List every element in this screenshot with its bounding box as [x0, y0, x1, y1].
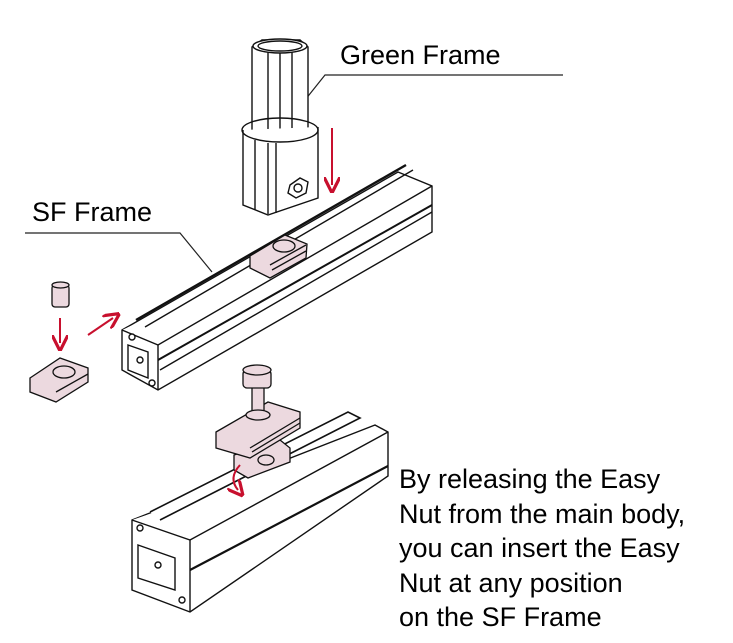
description-line: By releasing the Easy: [399, 464, 661, 494]
description-line: you can insert the Easy: [399, 533, 680, 563]
description-text: By releasing the Easy Nut from the main …: [399, 462, 685, 635]
release-arrow: [233, 464, 240, 490]
description-line: Nut from the main body,: [399, 498, 686, 529]
sf-frame-leader: [25, 232, 213, 273]
loose-easy-nut: [29, 357, 89, 403]
easy-nut-mounted: [249, 234, 308, 279]
nut-arrow-insert: [87, 318, 113, 336]
description-line: on the SF Frame: [399, 602, 602, 632]
easy-nut-with-bolt: [215, 364, 301, 479]
green-frame-leader: [304, 74, 563, 101]
green-frame-tube: [241, 38, 319, 216]
loose-bolt: [51, 281, 70, 308]
description-line: Nut at any position: [399, 567, 623, 598]
green-frame-label: Green Frame: [340, 40, 501, 70]
sf-frame-label: SF Frame: [32, 197, 153, 227]
